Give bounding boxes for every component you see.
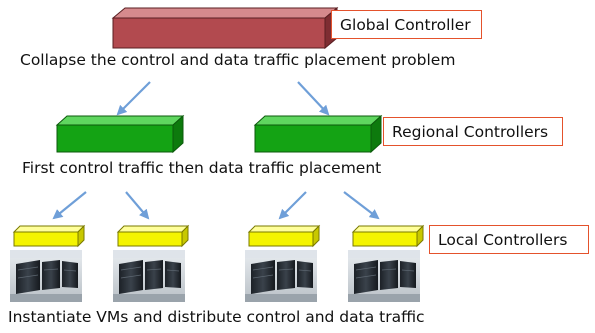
datacenter-image-3 [244,249,318,303]
arrow-regional-to-local-3 [278,191,307,220]
arrow-global-to-regional-left [116,81,151,116]
datacenter-image-1 [9,249,83,303]
local-controller-box-3 [247,224,321,248]
arrow-global-to-regional-right [297,81,330,116]
local-controller-box-2 [116,224,190,248]
arrow-regional-to-local-4 [343,191,380,220]
regional-controller-box-left [55,114,185,154]
local-controller-box-4 [351,224,425,248]
arrow-regional-to-local-2 [125,191,150,220]
global-controller-box [111,6,339,50]
regional-controller-box-right [253,114,383,154]
local-controllers-label: Local Controllers [429,225,589,254]
regional-controllers-label: Regional Controllers [383,117,563,146]
datacenter-image-2 [112,249,186,303]
arrow-regional-to-local-1 [52,191,87,220]
caption-global-level: Collapse the control and data traffic pl… [20,51,456,69]
global-controller-label: Global Controller [331,10,482,39]
caption-regional-level: First control traffic then data traffic … [22,159,382,177]
caption-local-level: Instantiate VMs and distribute control a… [8,308,425,326]
local-controller-box-1 [12,224,86,248]
datacenter-image-4 [347,249,421,303]
